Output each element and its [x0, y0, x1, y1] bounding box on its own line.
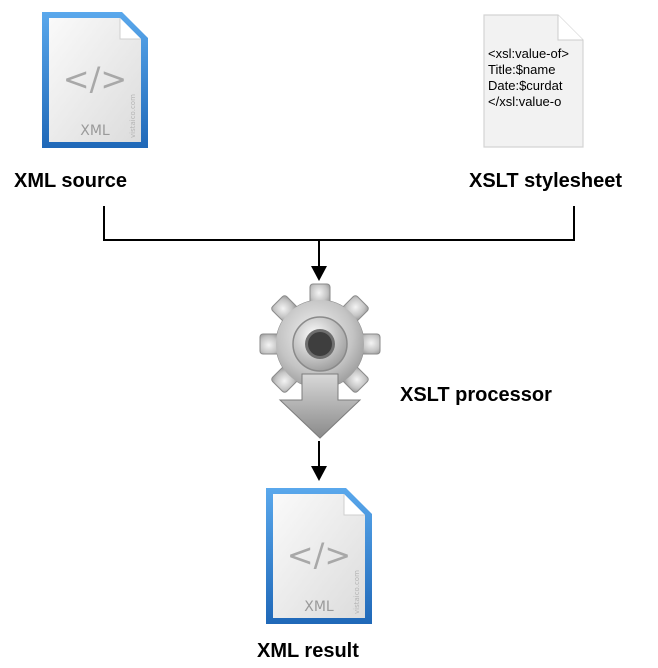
- label-xml-source: XML source: [14, 170, 127, 192]
- label-xslt-stylesheet: XSLT stylesheet: [469, 170, 623, 192]
- arrowhead-to-result: [311, 466, 327, 481]
- svg-text:vistaico.com: vistaico.com: [353, 570, 361, 614]
- node-xslt-stylesheet: <xsl:value-of> Title:$name Date:$curdat …: [480, 12, 586, 150]
- stylesheet-line: Date:$curdat: [488, 78, 563, 93]
- svg-text:XML: XML: [80, 123, 110, 139]
- label-xslt-processor: XSLT processor: [400, 384, 552, 406]
- svg-text:vistaico.com: vistaico.com: [129, 94, 137, 138]
- svg-text:</>: </>: [63, 60, 127, 98]
- stylesheet-line: Title:$name: [488, 62, 556, 77]
- svg-text:XML: XML: [304, 599, 334, 615]
- svg-text:</>: </>: [287, 536, 351, 574]
- stylesheet-line: </xsl:value-o: [488, 94, 562, 109]
- xml-file-icon: </> XML vistaico.com: [42, 12, 148, 148]
- xml-file-icon: </> XML vistaico.com: [266, 488, 372, 624]
- node-xml-result: </> XML vistaico.com: [264, 486, 374, 626]
- connector-xml-source-to-processor: [103, 206, 575, 241]
- stylesheet-line: <xsl:value-of>: [488, 46, 569, 61]
- stylesheet-code-lines: <xsl:value-of> Title:$name Date:$curdat …: [488, 46, 586, 110]
- text-document-icon: [483, 14, 584, 148]
- arrowhead-to-processor: [311, 266, 327, 281]
- node-xml-source: </> XML vistaico.com: [40, 10, 150, 150]
- label-xml-result: XML result: [257, 640, 359, 662]
- node-xslt-processor: [258, 282, 382, 440]
- gear-download-icon: [259, 283, 381, 439]
